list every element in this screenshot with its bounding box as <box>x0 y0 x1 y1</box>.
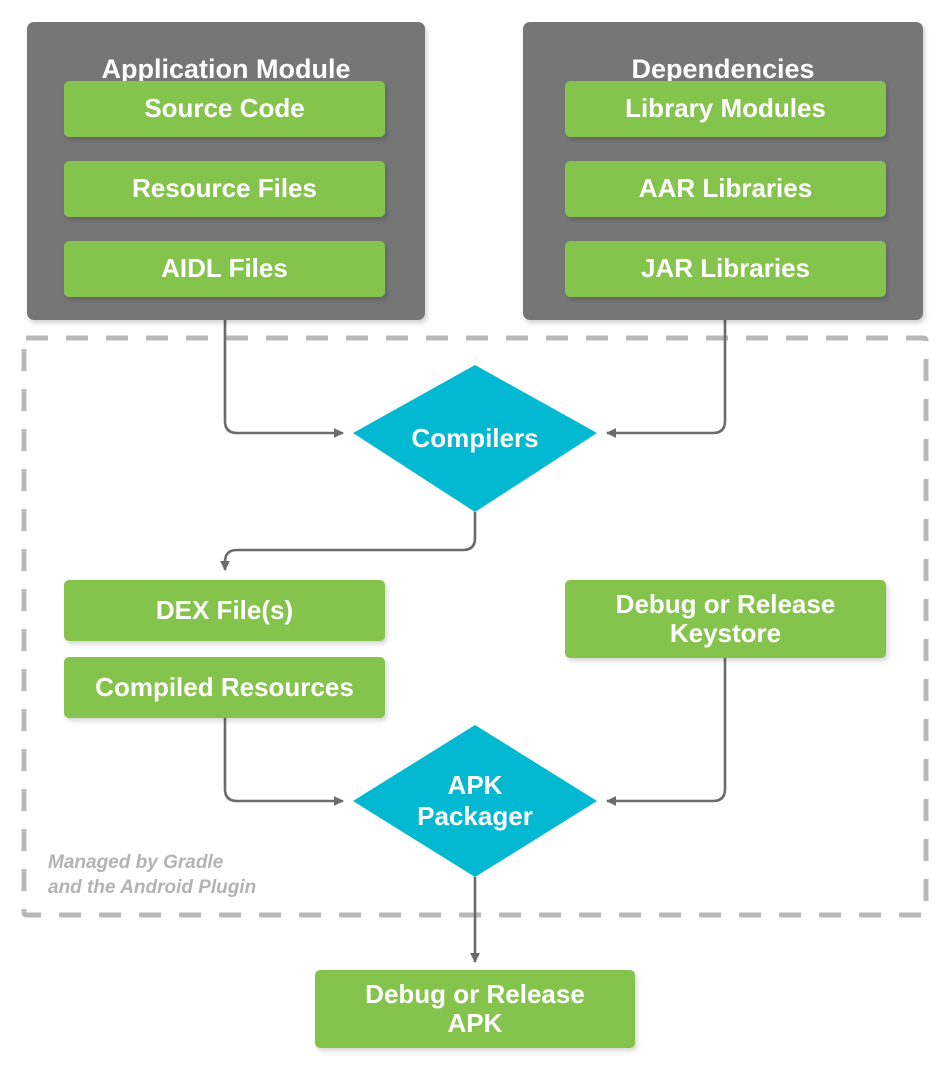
edge-compilers-to-dex <box>220 512 477 571</box>
item-resource-files[interactable]: Resource Files <box>64 161 385 217</box>
compilers-diamond[interactable] <box>353 365 597 512</box>
item-aidl-files[interactable]: AIDL Files <box>64 241 385 297</box>
artifact-compiled-resources[interactable]: Compiled Resources <box>64 657 385 718</box>
edge-dependencies-to-compilers <box>606 320 727 438</box>
artifact-dex-files[interactable]: DEX File(s) <box>64 580 385 641</box>
item-aar-libraries[interactable]: AAR Libraries <box>565 161 886 217</box>
edge-app-module-to-compilers <box>223 320 344 438</box>
gradle-managed-note: Managed by Gradle and the Android Plugin <box>48 852 257 899</box>
edge-compiled-resources-to-apk-packager <box>223 718 344 806</box>
item-library-modules[interactable]: Library Modules <box>565 81 886 137</box>
output-debug-or-release-apk[interactable]: Debug or Release APK <box>315 970 635 1048</box>
artifact-debug-or-release-keystore[interactable]: Debug or Release Keystore <box>565 580 886 658</box>
group-dependencies-title: Dependencies <box>631 54 815 84</box>
group-application-module-title: Application Module <box>101 54 351 84</box>
apk-packager-diamond[interactable] <box>353 725 597 877</box>
item-source-code[interactable]: Source Code <box>64 81 385 137</box>
item-jar-libraries[interactable]: JAR Libraries <box>565 241 886 297</box>
edge-keystore-to-apk-packager <box>606 658 727 806</box>
